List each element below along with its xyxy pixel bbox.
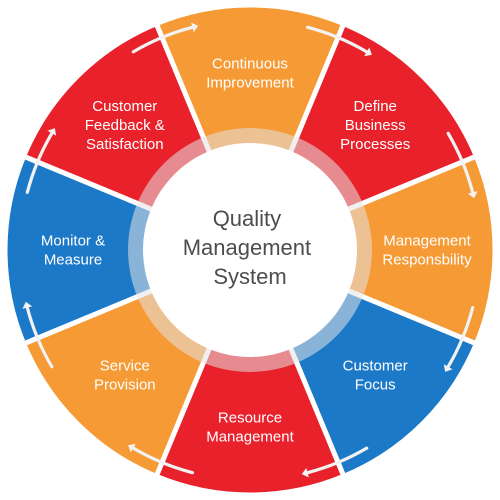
cycle-arrowhead-7 [47, 128, 57, 136]
cycle-arrow-6 [25, 305, 54, 369]
label-continuous-improvement-line-1: Continuous [212, 56, 288, 73]
center-title-line-3: System [213, 264, 286, 289]
label-monitor-measure: Monitor & Measure [41, 233, 105, 269]
cycle-arrowhead-1 [364, 47, 372, 57]
segment-monitor-measure [2, 153, 253, 347]
segment-resource-management [153, 247, 347, 498]
label-resource-management-line-2: Management [206, 429, 294, 446]
label-customer-focus-line-2: Focus [355, 377, 396, 394]
cycle-arrow-3 [446, 305, 475, 369]
label-monitor-measure-line-2: Measure [44, 252, 102, 269]
label-continuous-improvement-line-2: Improvement [206, 75, 294, 92]
label-customer-feedback-satisfaction-line-2: Feedback & [85, 117, 165, 134]
label-service-provision-line-2: Provision [94, 377, 156, 394]
segment-continuous-improvement [153, 2, 347, 253]
label-define-business-processes-line-2: Business [345, 117, 406, 134]
label-customer-focus-line-1: Customer [343, 358, 408, 375]
label-management-responsbility-line-2: Responsbility [382, 252, 472, 269]
label-customer-feedback-satisfaction-line-3: Satisfaction [86, 136, 164, 153]
cycle-arrow-5 [131, 446, 195, 475]
center-title: Quality Management System [183, 206, 318, 289]
cycle-arrowhead-3 [443, 364, 453, 372]
label-customer-feedback-satisfaction-line-1: Customer [92, 98, 157, 115]
cycle-arrow-1 [305, 25, 369, 54]
cycle-arrowhead-2 [467, 191, 478, 199]
cycle-arrowhead-8 [191, 22, 199, 33]
label-service-provision-line-1: Service [100, 358, 150, 375]
cycle-arrow-2 [446, 131, 475, 195]
label-resource-management-line-1: Resource [218, 410, 282, 427]
label-management-responsbility-line-1: Management [383, 233, 471, 250]
cycle-arrow-7 [25, 131, 54, 195]
cycle-arrowhead-4 [301, 467, 309, 478]
cycle-arrowhead-5 [128, 443, 136, 453]
segment-management-responsbility [247, 153, 498, 347]
label-define-business-processes-line-3: Processes [340, 136, 410, 153]
cycle-arrow-8 [131, 25, 195, 54]
label-define-business-processes-line-1: Define [354, 98, 397, 115]
center-title-line-1: Quality [213, 206, 281, 231]
center-disc [143, 143, 357, 357]
center-title-line-2: Management [183, 235, 311, 260]
label-monitor-measure-line-1: Monitor & [41, 233, 105, 250]
cycle-arrowhead-6 [22, 301, 33, 309]
cycle-arrows [22, 22, 478, 478]
cycle-arrow-4 [305, 446, 369, 475]
